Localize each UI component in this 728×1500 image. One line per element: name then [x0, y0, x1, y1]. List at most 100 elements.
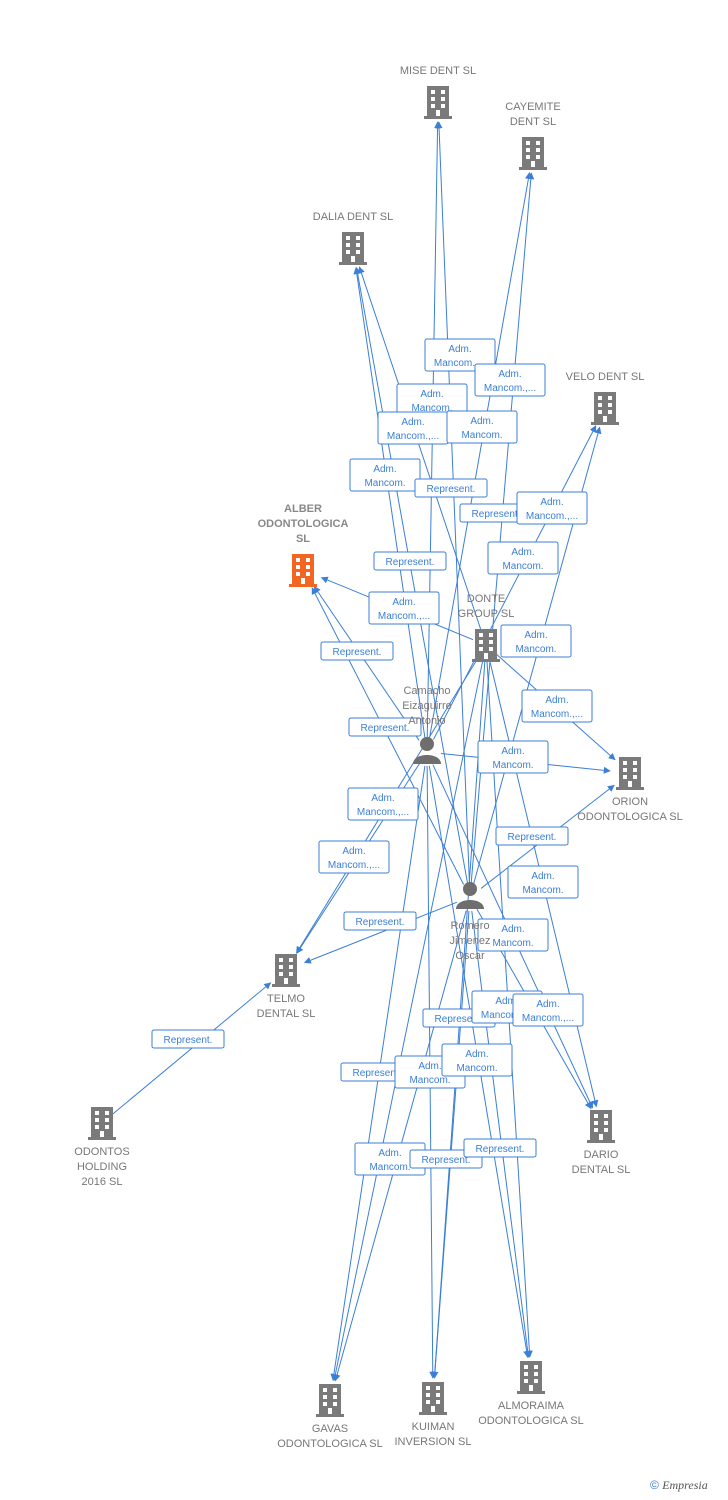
node-velo[interactable]: VELO DENT SL [566, 371, 645, 425]
building-icon [587, 1110, 615, 1143]
relation-label[interactable]: Adm.Mancom.,... [377, 411, 449, 445]
relation-label-text: Represent. [427, 484, 476, 495]
relation-label-text: Represent. [472, 509, 521, 520]
nodes-layer: MISE DENT SL CAYEMITE DENT SL DALIA DENT SL… [74, 65, 682, 1450]
edge-donte-to-dalia [358, 266, 483, 632]
relation-label-text: Mancom. [409, 1075, 450, 1086]
relation-label[interactable]: Adm.Mancom.,... [512, 993, 584, 1027]
node-label: ALBER [284, 503, 322, 515]
building-icon [517, 1361, 545, 1394]
node-label: CAYEMITE [505, 101, 560, 113]
relation-label-text: Represent. [164, 1035, 213, 1046]
relation-label-text: Mancom. [492, 760, 533, 771]
building-icon [591, 392, 619, 425]
node-dalia[interactable]: DALIA DENT SL [313, 211, 394, 265]
relation-label-text: Adm. [371, 793, 394, 804]
edge-camacho-to-cayemite [428, 172, 532, 739]
node-label: Antonio [408, 715, 445, 727]
relation-label[interactable]: Represent. [320, 641, 394, 661]
node-label: Camacho [403, 685, 450, 697]
building-icon [339, 232, 367, 265]
relation-label-text: Adm. [540, 497, 563, 508]
relation-label-text: Represent. [386, 557, 435, 568]
building-icon [519, 137, 547, 170]
relation-label[interactable]: Adm.Mancom. [441, 1043, 513, 1077]
relation-label[interactable]: Adm.Mancom. [477, 918, 549, 952]
relation-label-text: Adm. [378, 1148, 401, 1159]
relation-label[interactable]: Adm.Mancom.,... [474, 363, 546, 397]
relation-label[interactable]: Adm. Mancom.,... [318, 840, 390, 874]
relation-label[interactable]: Represent. [463, 1138, 537, 1158]
relation-label[interactable]: Represent. [348, 717, 422, 737]
relation-label[interactable]: Represent. [373, 551, 447, 571]
node-mise[interactable]: MISE DENT SL [400, 65, 476, 119]
edge-romero-to-dalia [354, 266, 469, 884]
relation-label[interactable]: Adm.Mancom. [396, 383, 468, 417]
relation-label[interactable]: Adm. Mancom.,... [521, 689, 593, 723]
relation-label-text: Represent. [435, 1014, 484, 1025]
relation-label-text: Mancom. [364, 478, 405, 489]
relation-label[interactable]: Adm.Mancom. [500, 624, 572, 658]
relation-label-text: Mancom.,... [481, 1010, 533, 1021]
node-cayemite[interactable]: CAYEMITE DENT SL [505, 101, 561, 170]
building-icon [289, 554, 317, 587]
relation-label[interactable]: Represent. [343, 911, 417, 931]
relation-label[interactable]: Represent. [151, 1029, 225, 1049]
relation-label-text: Adm. [342, 846, 365, 857]
relation-label[interactable]: Adm.Mancom. [487, 541, 559, 575]
relation-label-text: Adm. [373, 464, 396, 475]
edge-romero-to-mise [435, 121, 470, 884]
node-label: ODONTOLOGICA [258, 518, 349, 530]
relation-label[interactable]: Adm.Mancom.,... [424, 338, 496, 372]
relation-label-text: Represent. [353, 1068, 402, 1079]
relation-label-text: Adm. [501, 924, 524, 935]
footer-brand[interactable]: © Empresia [650, 1478, 708, 1493]
node-label: HOLDING [77, 1161, 127, 1173]
relation-label[interactable]: Adm.Mancom. [446, 410, 518, 444]
node-label: Eizaguirre [402, 700, 452, 712]
node-label: MISE DENT SL [400, 65, 476, 77]
relation-label-text: Mancom.,... [531, 709, 583, 720]
relation-label-text: Mancom. [522, 885, 563, 896]
node-alber[interactable]: ALBER ODONTOLOGICA SL [258, 503, 349, 587]
relation-label[interactable]: Represent. [414, 478, 488, 498]
relation-label[interactable]: Adm.Mancom.,... [347, 787, 419, 821]
relation-label-text: Represent. [333, 647, 382, 658]
relation-label[interactable]: Represent. [495, 826, 569, 846]
relation-label[interactable]: Adm.Mancom. [507, 865, 579, 899]
node-label: ODONTOLOGICA SL [577, 811, 683, 823]
edge-donte-to-gavas [331, 658, 484, 1382]
edge-romero-to-cayemite [470, 172, 535, 884]
relation-label-text: Adm. [545, 695, 568, 706]
node-label: SL [296, 533, 310, 545]
node-label: DENT SL [510, 116, 556, 128]
node-label: TELMO [267, 993, 305, 1005]
relation-label[interactable]: Adm.Mancom. [477, 740, 549, 774]
relation-label-text: Mancom.,... [328, 860, 380, 871]
relation-label-text: Adm. [498, 369, 521, 380]
relation-label-text: Adm. [465, 1049, 488, 1060]
node-label: ODONTOLOGICA SL [478, 1415, 584, 1427]
node-label: Jimenez [450, 935, 491, 947]
edge-camacho-to-dalia [353, 267, 426, 739]
edge-camacho-to-alber [313, 585, 420, 741]
relation-label-text: Represent. [476, 1144, 525, 1155]
building-icon [424, 86, 452, 119]
relation-label[interactable]: Adm.Mancom.,... [368, 591, 440, 625]
relation-label-text: Adm. [495, 996, 518, 1007]
relation-label[interactable]: Adm. Mancom. [349, 458, 421, 492]
node-label: GROUP SL [458, 608, 515, 620]
relation-label[interactable]: Adm.Mancom.,... [516, 491, 588, 525]
relation-label-text: Mancom.,... [378, 611, 430, 622]
